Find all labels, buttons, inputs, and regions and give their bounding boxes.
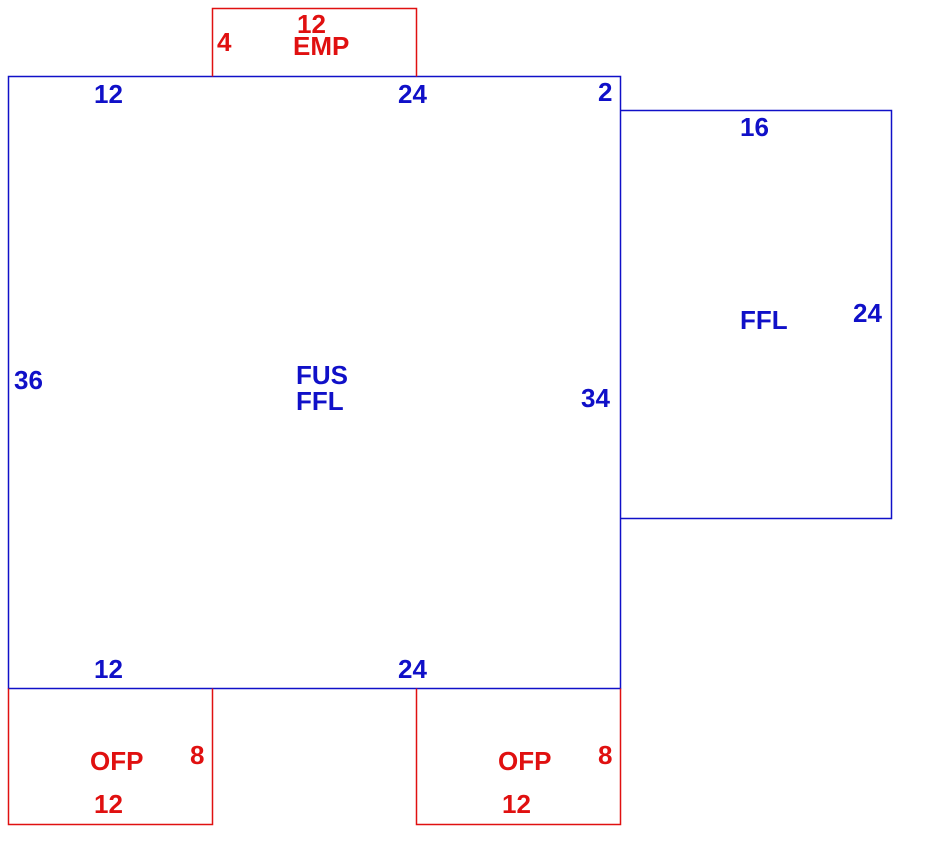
ofp-right-dim-bottom: 12 [502,789,531,819]
main-building-outline [7,75,622,690]
emp-dim-left: 4 [217,27,232,57]
addition-dim-right: 24 [853,298,882,328]
addition-outline [620,109,893,520]
main-area-code-ffl: FFL [296,386,344,416]
main-dim-bottom-left: 12 [94,654,123,684]
main-dim-bottom-mid: 24 [398,654,427,684]
addition-dim-top: 16 [740,112,769,142]
main-dim-right: 34 [581,383,610,413]
ofp-left-dim-bottom: 12 [94,789,123,819]
ofp-right-dim-side: 8 [598,740,612,770]
main-dim-top-mid: 24 [398,79,427,109]
ofp-right-outline [415,688,622,826]
main-dim-top-left: 12 [94,79,123,109]
emp-area-code: EMP [293,31,349,61]
emp-outline [211,7,418,77]
ofp-left-dim-side: 8 [190,740,204,770]
addition-area-code: FFL [740,305,788,335]
main-dim-left: 36 [14,365,43,395]
emp-dim-top: 12 [297,9,326,39]
ofp-left-area-code: OFP [90,746,143,776]
main-dim-top-right: 2 [598,77,612,107]
ofp-right-area-code: OFP [498,746,551,776]
ofp-left-outline [7,688,214,826]
main-area-code-fus: FUS [296,360,348,390]
